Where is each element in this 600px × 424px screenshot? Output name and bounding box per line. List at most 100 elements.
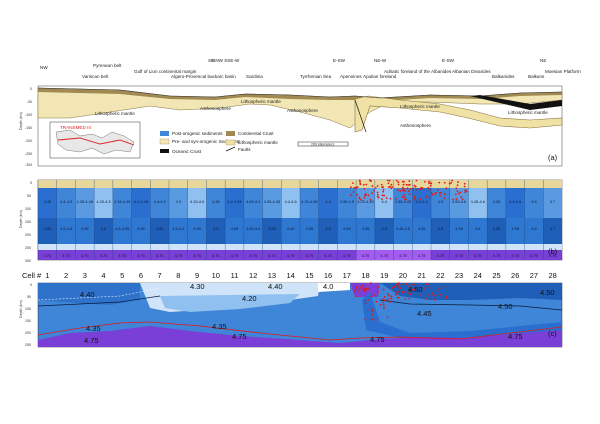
velocity-band — [449, 180, 469, 188]
direction-se: SE — [208, 58, 214, 63]
zone-mid-center — [160, 294, 300, 312]
velocity-value: 4.75 — [156, 253, 164, 258]
velocity-band — [356, 188, 375, 218]
earthquake-dot — [397, 183, 400, 186]
earthquake-dot — [430, 182, 433, 185]
velocity-band — [524, 244, 544, 250]
velocity-band — [337, 244, 357, 250]
cell-number: 15 — [305, 271, 313, 280]
earthquake-dot — [369, 282, 372, 284]
zone-value: 4.75 — [370, 335, 385, 344]
velocity-value: 4.5 — [438, 199, 443, 204]
velocity-value: 4.5 — [325, 226, 330, 231]
inset-map-title: TRANSMED III — [60, 125, 91, 130]
earthquake-dot — [407, 190, 410, 193]
velocity-band — [468, 188, 488, 218]
velocity-band — [487, 244, 506, 250]
velocity-value: 4.75 — [137, 253, 145, 258]
earthquake-dot — [364, 318, 367, 321]
velocity-band — [206, 180, 226, 188]
earthquake-dot — [408, 292, 411, 294]
panel-a-tick: -300 — [25, 163, 32, 167]
earthquake-dot — [450, 182, 453, 184]
earthquake-dot — [428, 182, 430, 184]
earthquake-dot — [368, 179, 371, 181]
velocity-band — [131, 250, 151, 260]
zone-value: 4.35 — [212, 322, 227, 331]
velocity-band — [487, 218, 506, 244]
cell-number: 7 — [158, 271, 162, 280]
velocity-band — [318, 180, 338, 188]
continental-crust-band — [38, 88, 562, 101]
velocity-value: 4.55-4.6 — [452, 199, 466, 204]
earthquake-dot — [385, 197, 388, 200]
velocity-value: 4.75 — [493, 253, 501, 258]
earthquake-dot — [371, 308, 374, 311]
cell-number: 13 — [268, 271, 276, 280]
velocity-band — [150, 188, 169, 218]
velocity-value: 4.4 — [382, 199, 388, 204]
earthquake-dot — [463, 185, 466, 188]
velocity-band — [56, 188, 76, 218]
zone-value: 4.50 — [408, 285, 423, 294]
velocity-band — [94, 188, 113, 218]
region-tyrrhenian-sea: Tyrrhenian Sea — [300, 74, 332, 79]
velocity-band — [431, 250, 450, 260]
velocity-band — [38, 180, 57, 188]
velocity-band — [187, 250, 207, 260]
earthquake-dot — [382, 190, 385, 193]
earthquake-dot — [396, 283, 398, 286]
earthquake-dot — [379, 303, 382, 306]
earthquake-dot — [423, 180, 426, 183]
legend-swatch-lithospheric-mantle — [225, 139, 236, 146]
panel-a-tick: -250 — [25, 152, 32, 156]
velocity-value: 4.75 — [399, 253, 407, 258]
earthquake-dot — [365, 183, 368, 186]
earthquake-dot — [361, 284, 364, 287]
zone-deep-right — [380, 283, 562, 300]
earthquake-dot — [397, 290, 400, 293]
legend-label-lithospheric-mantle: Lithospheric mantle — [238, 140, 278, 145]
velocity-value: 4.75 — [549, 253, 557, 258]
zone-value: 4.30 — [190, 282, 205, 291]
layer-label-asthenosphere-2: Asthenosphere — [287, 108, 318, 113]
velocity-band — [543, 180, 562, 188]
earthquake-dot — [422, 287, 425, 290]
earthquake-dot — [408, 285, 410, 288]
earthquake-dot — [383, 295, 386, 298]
layer-label-asthenosphere-1: Asthenosphere — [200, 106, 231, 111]
velocity-band — [300, 218, 319, 244]
velocity-band — [374, 218, 394, 244]
velocity-value: 4.5 — [213, 226, 218, 231]
velocity-value: 4.6 — [475, 226, 480, 231]
zone-value: 4.20 — [242, 294, 257, 303]
velocity-band — [412, 250, 431, 260]
velocity-value: 4.55 — [493, 226, 501, 231]
cell-number: 27 — [530, 271, 538, 280]
velocity-value: 4.45-4.6 — [471, 199, 485, 204]
region-variscan-belt: Variscan belt — [82, 74, 109, 79]
velocity-band — [206, 188, 226, 218]
panel-a-legend: Post-orogenic sediments Pre- and syn-oro… — [159, 131, 278, 154]
earthquake-dot — [355, 186, 358, 189]
earthquake-dot — [457, 192, 460, 195]
velocity-band — [75, 244, 95, 250]
earthquake-dot — [352, 182, 354, 184]
panel-a-tick: -200 — [25, 139, 32, 143]
earthquake-dot — [370, 295, 373, 298]
panel-a-label: (a) — [548, 153, 558, 162]
velocity-value: 4.4-4.5 — [60, 199, 72, 204]
earthquake-dot — [452, 198, 454, 201]
velocity-value: 4.7 — [550, 199, 555, 204]
earthquake-dot — [386, 316, 389, 319]
velocity-band — [543, 218, 562, 244]
velocity-value: 4.75 — [530, 253, 538, 258]
velocity-band — [94, 218, 113, 244]
earthquake-dot — [434, 294, 437, 297]
earthquake-dot — [401, 186, 404, 189]
legend-swatch-oceanic-crust — [160, 149, 169, 153]
legend-label-continental-crust: Continental Crust — [238, 131, 274, 136]
velocity-band — [94, 250, 113, 260]
velocity-band — [524, 250, 544, 260]
